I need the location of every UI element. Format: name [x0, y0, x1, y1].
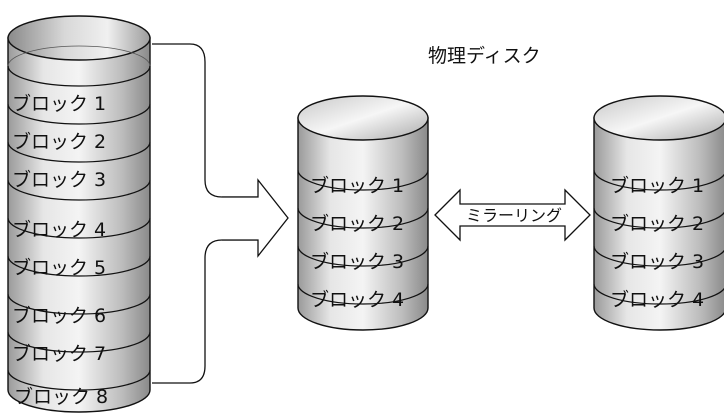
right-block-label: ブロック 3	[610, 250, 704, 273]
middle-block-label: ブロック 3	[310, 250, 404, 273]
mirroring-double-arrow-icon	[434, 188, 591, 242]
right-block-label: ブロック 2	[610, 212, 704, 235]
left-block-label: ブロック 5	[12, 256, 106, 279]
left-block-label: ブロック 4	[12, 218, 106, 241]
left-block-label: ブロック 3	[12, 168, 106, 191]
bracket-connector	[152, 43, 258, 384]
left-block-label: ブロック 6	[12, 304, 106, 327]
right-arrow-icon	[222, 178, 289, 258]
middle-block-label: ブロック 2	[310, 212, 404, 235]
left-disk: ブロック 1 ブロック 2 ブロック 3 ブロック 4 ブロック 5 ブロック …	[7, 15, 151, 413]
left-block-label: ブロック 8	[14, 385, 108, 408]
left-block-label: ブロック 1	[12, 92, 106, 115]
left-block-label: ブロック 7	[12, 342, 106, 365]
middle-block-label: ブロック 4	[310, 288, 404, 311]
middle-disk: ブロック 1 ブロック 2 ブロック 3 ブロック 4	[297, 95, 429, 331]
right-block-label: ブロック 1	[610, 174, 704, 197]
right-disk: ブロック 1 ブロック 2 ブロック 3 ブロック 4	[593, 95, 724, 331]
middle-block-label: ブロック 1	[310, 174, 404, 197]
mirroring-label: ミラーリング	[466, 206, 562, 225]
physical-disk-title: 物理ディスク	[428, 45, 541, 67]
left-block-label: ブロック 2	[12, 130, 106, 153]
right-block-label: ブロック 4	[610, 288, 704, 311]
